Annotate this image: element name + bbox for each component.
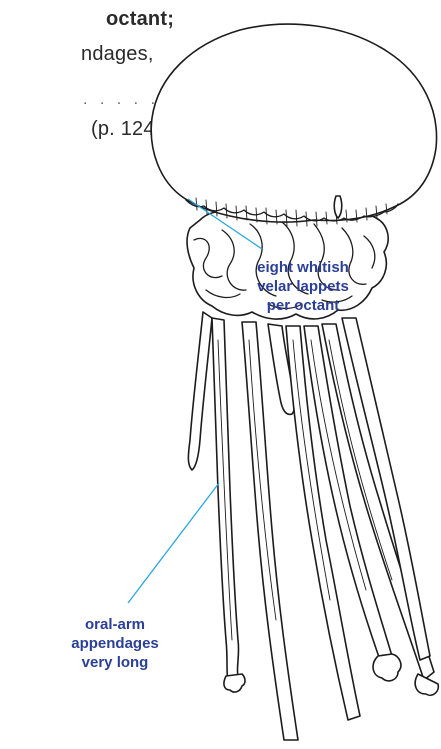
callout-line: very long xyxy=(62,653,168,672)
callout-line: velar lappets xyxy=(251,277,355,296)
oral-arm-appendages-callout: oral-arm appendages very long xyxy=(62,615,168,672)
callout-line: eight whitish xyxy=(251,258,355,277)
oral-arms-leader-line xyxy=(128,483,219,603)
callout-line: appendages xyxy=(62,634,168,653)
jellyfish-bell xyxy=(151,24,436,222)
velar-lappets-callout: eight whitish velar lappets per octant xyxy=(251,258,355,315)
callout-line: oral-arm xyxy=(62,615,168,634)
oral-arm-appendages xyxy=(188,312,438,740)
callout-line: per octant xyxy=(251,296,355,315)
